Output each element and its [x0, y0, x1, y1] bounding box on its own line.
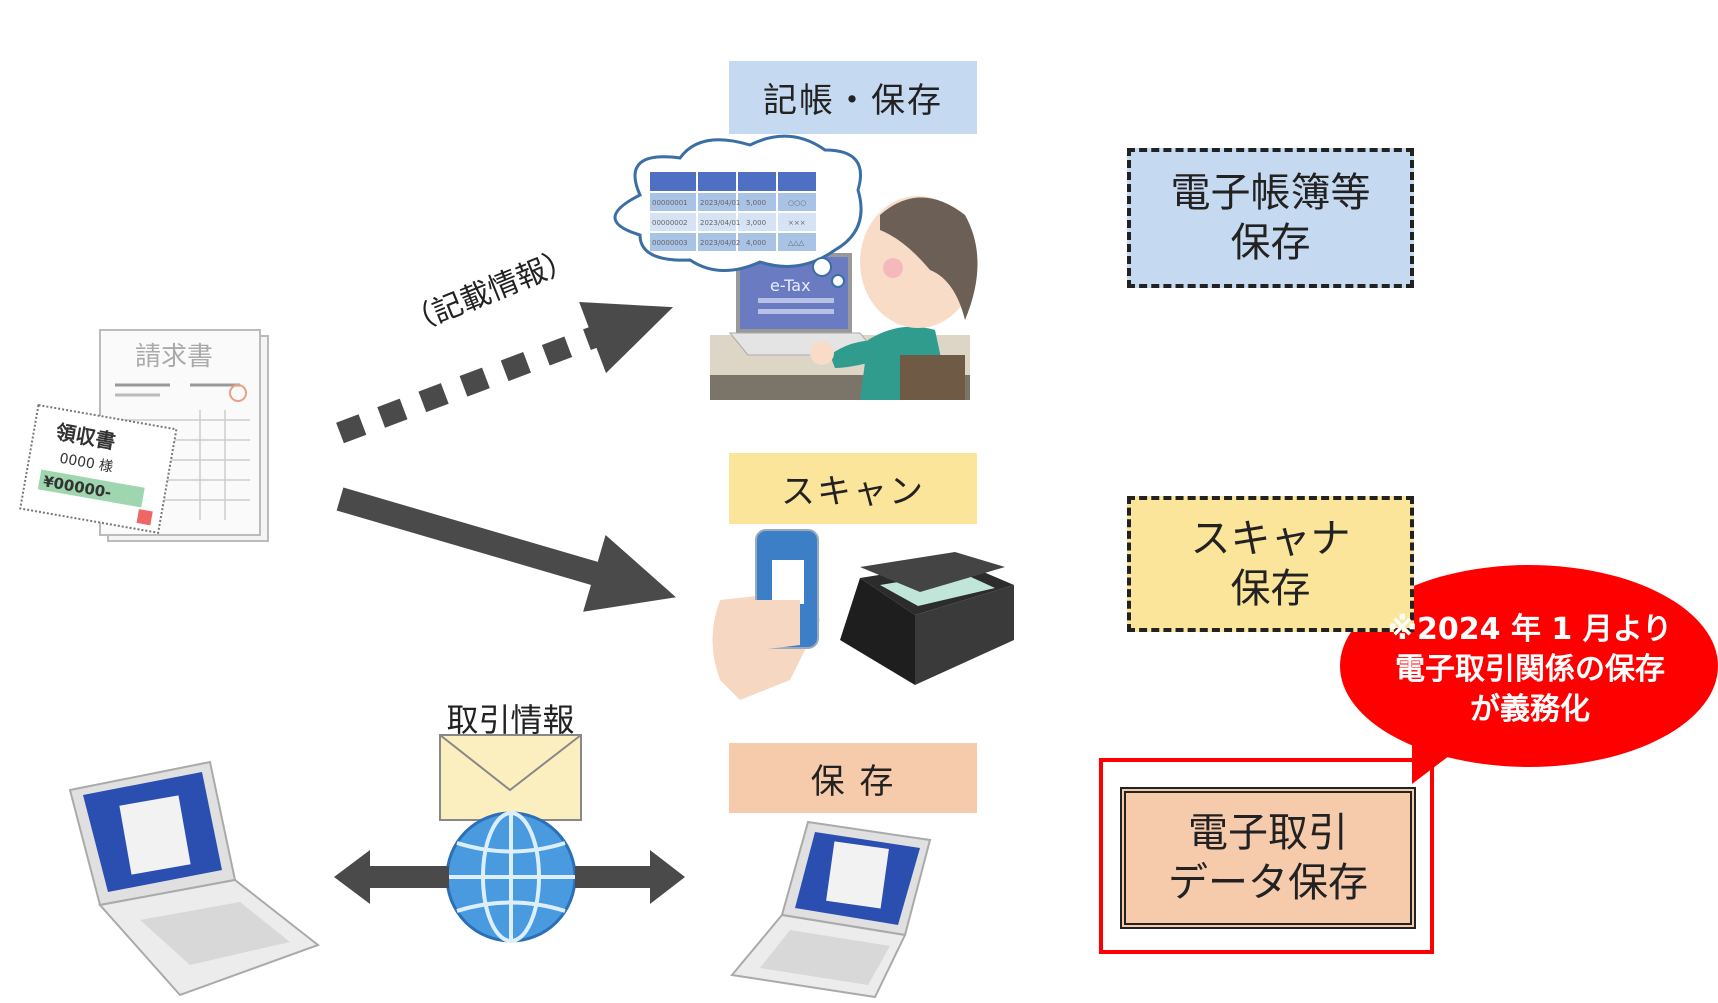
svg-text:2023/04/02: 2023/04/02 [700, 239, 740, 247]
person-at-computer-illustration: e-Tax [710, 196, 978, 400]
electronic-books-line1: 電子帳簿等 [1170, 170, 1371, 216]
thought-cloud-illustration: 00000001 2023/04/01 5,000 ○○○ 00000002 2023/… [613, 134, 863, 288]
svg-text:×××: ××× [788, 219, 806, 227]
scan-category-label: スキャン [729, 453, 977, 524]
electronic-transaction-line2: データ保存 [1168, 860, 1368, 906]
envelope-icon [439, 734, 582, 821]
scanner-storage-line1: スキャナ [1190, 516, 1351, 562]
etax-screen-text: e-Tax [770, 276, 811, 295]
electronic-transaction-storage-box: 電子取引 データ保存 [1120, 787, 1416, 929]
receipt-document-illustration: 領収書 0000 様 ¥00000- [19, 403, 178, 534]
svg-text:3,000: 3,000 [746, 219, 766, 227]
svg-text:00000001: 00000001 [652, 199, 688, 207]
transaction-left-arrow [334, 850, 449, 904]
globe-icon [445, 811, 577, 943]
notice-line-1: ※2024 年 1 月より [1387, 612, 1673, 647]
transaction-info-label: 取引情報 [446, 701, 575, 739]
entry-info-dotted-arrow [336, 302, 674, 444]
save-category-label: 保 存 [729, 743, 977, 813]
right-laptop-illustration [730, 820, 932, 999]
svg-text:5,000: 5,000 [746, 199, 766, 207]
notice-line-3: が義務化 [1470, 692, 1590, 727]
electronic-books-line2: 保存 [1230, 220, 1311, 266]
svg-text:00000002: 00000002 [652, 219, 688, 227]
svg-text:00000003: 00000003 [652, 239, 688, 247]
svg-text:4,000: 4,000 [746, 239, 766, 247]
notice-line-2: 電子取引関係の保存 [1395, 652, 1665, 687]
invoice-title: 請求書 [135, 342, 213, 372]
svg-text:2023/04/01: 2023/04/01 [700, 199, 740, 207]
ledger-table: 00000001 2023/04/01 5,000 ○○○ 00000002 2023/… [650, 172, 816, 251]
smartphone-scan-illustration [712, 529, 820, 700]
scanner-storage-line2: 保存 [1230, 566, 1311, 612]
scan-solid-arrow [336, 487, 676, 612]
electronic-transaction-line1: 電子取引 [1188, 810, 1348, 856]
notice-speech-bubble [1340, 565, 1718, 784]
transaction-right-arrow [575, 850, 685, 904]
flatbed-scanner-illustration [840, 552, 1014, 685]
scanner-storage-box: スキャナ 保存 [1127, 496, 1414, 632]
highlight-red-frame [1099, 758, 1434, 954]
left-laptop-illustration [68, 760, 321, 997]
svg-text:2023/04/01: 2023/04/01 [700, 219, 740, 227]
bookkeeping-category-label: 記帳・保存 [729, 61, 977, 134]
electronic-books-storage-box: 電子帳簿等 保存 [1127, 148, 1414, 288]
notice-bubble-text: ※2024 年 1 月より 電子取引関係の保存 が義務化 [1345, 610, 1715, 730]
svg-text:○○○: ○○○ [788, 199, 806, 207]
svg-text:△△△: △△△ [788, 239, 805, 247]
